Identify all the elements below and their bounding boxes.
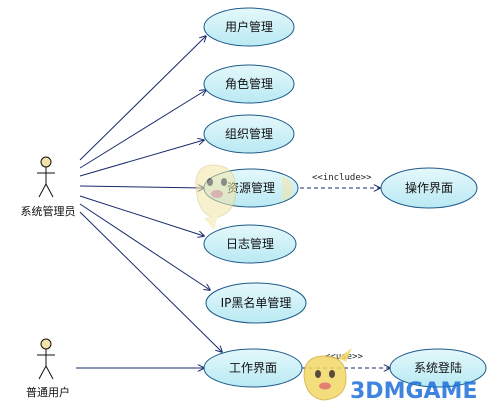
actor-user-label: 普通用户 bbox=[26, 385, 70, 399]
usecase-workspace-label: 工作界面 bbox=[229, 361, 277, 375]
assoc-admin-workspace bbox=[79, 211, 222, 352]
actor-user[interactable] bbox=[37, 338, 55, 380]
usecase-role-mgmt-label: 角色管理 bbox=[225, 76, 273, 91]
assoc-admin-ip-blacklist bbox=[79, 203, 210, 290]
usecase-login[interactable]: 系统登陆 bbox=[389, 348, 487, 388]
assoc-admin-user-mgmt bbox=[79, 36, 206, 161]
usecase-workspace[interactable]: 工作界面 bbox=[203, 348, 303, 388]
usecase-ip-blacklist[interactable]: IP黑名单管理 bbox=[205, 282, 307, 324]
assoc-admin-resource-mgmt bbox=[79, 186, 204, 188]
include-stereotype: <<include>> bbox=[312, 173, 372, 183]
usecase-operation-ui-label: 操作界面 bbox=[405, 180, 453, 195]
assoc-admin-role-mgmt bbox=[79, 90, 206, 169]
usecase-operation-ui[interactable]: 操作界面 bbox=[380, 167, 478, 209]
usecase-org-mgmt[interactable]: 组织管理 bbox=[203, 114, 295, 154]
actor-user-head bbox=[40, 338, 52, 350]
assoc-admin-org-mgmt bbox=[79, 140, 204, 177]
usecase-resource-mgmt-label: 资源管理 bbox=[227, 180, 275, 195]
actor-admin-head bbox=[40, 156, 52, 168]
actor-admin[interactable] bbox=[37, 156, 55, 198]
watermark-text: 3DMGAME bbox=[350, 379, 477, 404]
watermark-logo: 3DMGAME bbox=[303, 348, 477, 404]
usecase-org-mgmt-label: 组织管理 bbox=[225, 126, 273, 141]
usecase-user-mgmt-label: 用户管理 bbox=[225, 19, 273, 34]
actor-admin-label: 系统管理员 bbox=[21, 204, 76, 218]
usecase-log-mgmt-label: 日志管理 bbox=[226, 236, 274, 251]
usecase-user-mgmt[interactable]: 用户管理 bbox=[203, 7, 295, 47]
usecase-login-label: 系统登陆 bbox=[414, 360, 462, 375]
watermark-mascot-top bbox=[195, 164, 293, 230]
usecase-role-mgmt[interactable]: 角色管理 bbox=[203, 64, 295, 104]
assoc-admin-log-mgmt bbox=[79, 195, 204, 236]
usecase-ip-blacklist-label: IP黑名单管理 bbox=[221, 295, 292, 310]
usecase-log-mgmt[interactable]: 日志管理 bbox=[203, 224, 297, 264]
